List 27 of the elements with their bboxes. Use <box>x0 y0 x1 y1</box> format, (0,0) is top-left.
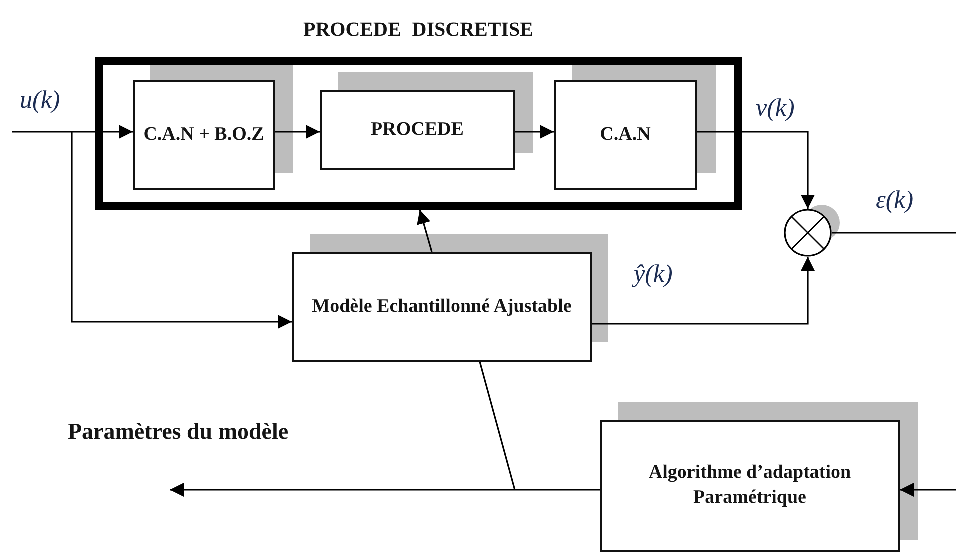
arrow <box>71 132 292 329</box>
signal-label: ε(k) <box>876 188 914 213</box>
process-box <box>292 252 592 362</box>
arrow <box>275 125 320 139</box>
connector-line <box>479 362 516 490</box>
box-label: C.A.N + B.O.Z <box>142 122 266 147</box>
arrow <box>515 125 554 139</box>
arrow <box>170 483 600 497</box>
signal-label: u(k) <box>20 88 60 113</box>
group-title: PROCEDE DISCRETISE <box>302 19 534 42</box>
box-label: PROCEDE <box>370 118 465 142</box>
box-label: C.A.N <box>599 122 652 147</box>
process-box <box>554 80 697 190</box>
box-label: Algorithme d’adaptation Paramétrique <box>648 461 852 510</box>
signal-label: ŷ(k) <box>634 262 673 287</box>
signal-label: v(k) <box>756 96 795 121</box>
arrow <box>900 483 956 497</box>
box-label: Modèle Echantillonné Ajustable <box>311 294 573 319</box>
summing-junction <box>784 209 832 257</box>
edge-label: Paramètres du modèle <box>68 420 289 443</box>
arrow <box>592 257 815 325</box>
process-box <box>600 420 900 552</box>
arrow <box>697 131 815 209</box>
arrow <box>417 210 433 252</box>
arrow <box>12 125 133 139</box>
process-box <box>133 80 275 190</box>
process-box <box>320 90 515 170</box>
